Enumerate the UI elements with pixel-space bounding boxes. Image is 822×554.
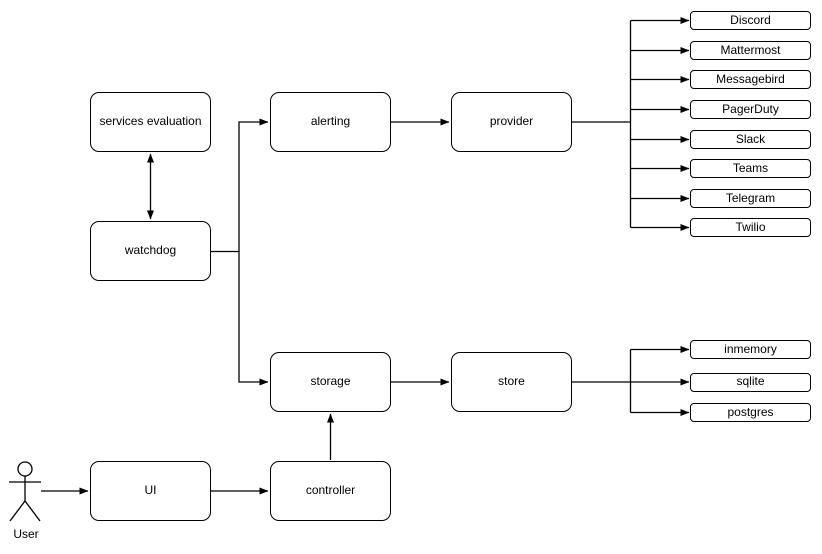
leaf-postgres: postgres: [690, 403, 811, 422]
leaf-twilio: Twilio: [690, 218, 811, 237]
node-alerting: alerting: [270, 92, 391, 152]
leaf-inmemory: inmemory: [690, 340, 811, 359]
node-ui: UI: [90, 461, 211, 521]
leaf-discord: Discord: [690, 11, 811, 30]
edge-watchdog-storage: [238, 251, 269, 386]
edge-watchdog-alerting: [211, 118, 269, 253]
node-services-evaluation: services evaluation: [90, 92, 211, 152]
node-storage: storage: [270, 352, 391, 412]
leaf-mattermost: Mattermost: [690, 41, 811, 60]
node-store: store: [451, 352, 572, 412]
leaf-messagebird: Messagebird: [690, 70, 811, 89]
leaf-slack: Slack: [690, 130, 811, 149]
edge-provider-trunk: [572, 20, 632, 228]
user-actor-icon: [9, 461, 41, 522]
leaf-teams: Teams: [690, 159, 811, 178]
node-provider: provider: [451, 92, 572, 152]
leaf-sqlite: sqlite: [690, 372, 811, 392]
edge-store-trunk: [572, 349, 632, 413]
node-watchdog: watchdog: [90, 221, 211, 281]
leaf-telegram: Telegram: [690, 189, 811, 208]
leaf-pagerduty: PagerDuty: [690, 100, 811, 119]
user-actor-label: User: [13, 527, 39, 541]
node-controller: controller: [270, 461, 391, 521]
